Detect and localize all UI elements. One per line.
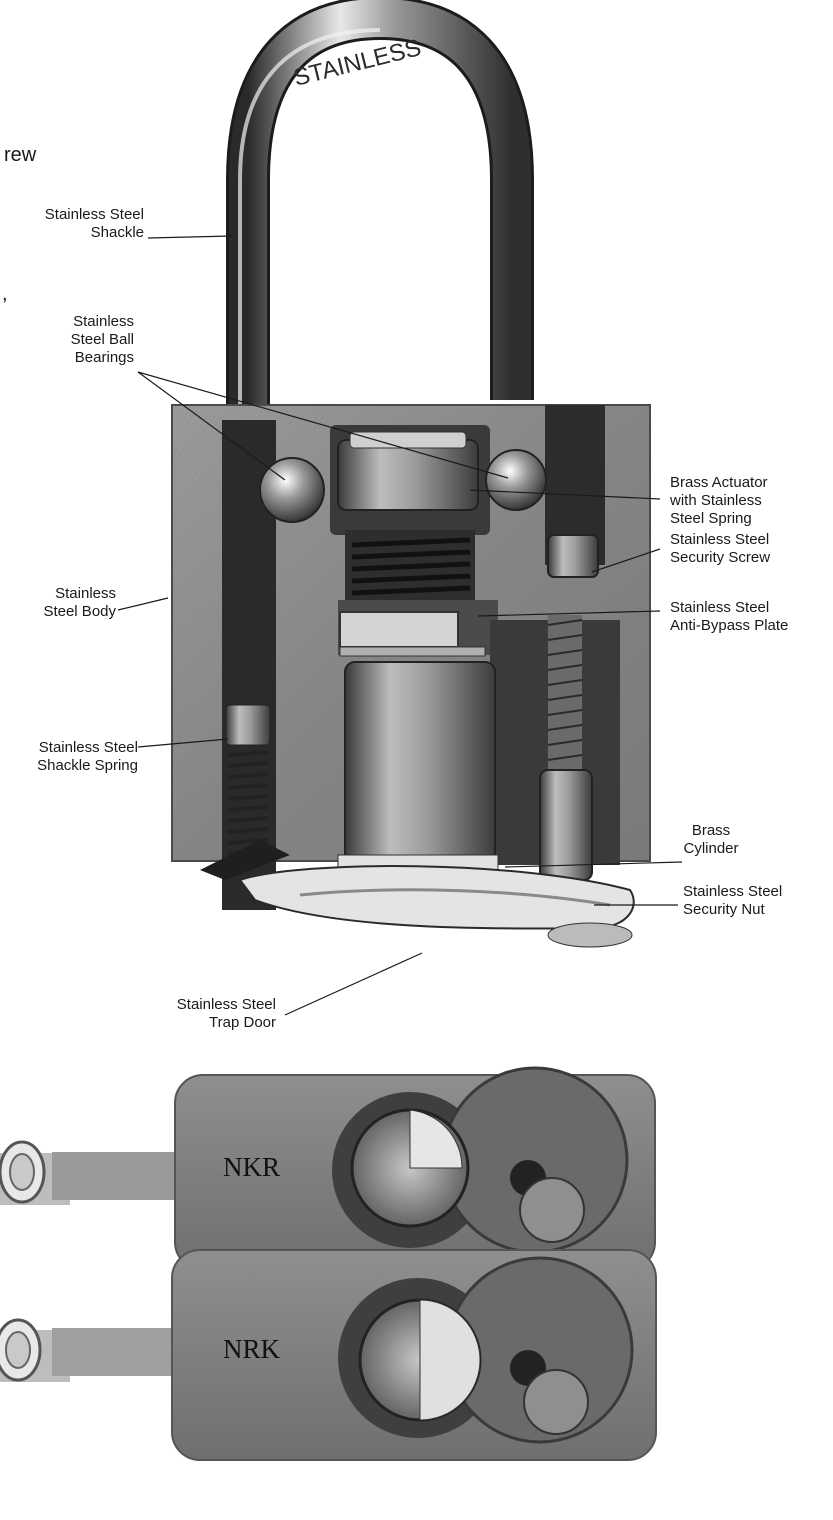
label-line: Security Screw xyxy=(670,549,771,566)
label-line: Security Nut xyxy=(683,901,765,918)
label-line: Anti-Bypass Plate xyxy=(670,617,789,634)
label-line: Stainless Steel xyxy=(176,996,276,1013)
security-screw xyxy=(547,534,599,578)
label-line: Shackle xyxy=(90,224,144,241)
label-line: Bearings xyxy=(74,349,134,366)
shackle: STAINLESS xyxy=(226,0,534,905)
label-actuator: Brass Actuator with Stainless Steel Spri… xyxy=(670,474,768,528)
label-line: Stainless Steel xyxy=(670,531,770,548)
label-line: with Stainless xyxy=(670,492,762,509)
shackle-spring xyxy=(225,704,271,856)
label-line: Stainless xyxy=(73,313,134,330)
label-line: Steel Body xyxy=(43,603,116,620)
label-trap-door: Stainless Steel Trap Door xyxy=(116,996,276,1032)
label-line: Steel Spring xyxy=(670,510,752,527)
label-ball-bearings: Stainless Steel Ball Bearings xyxy=(40,313,134,367)
label-line: Cylinder xyxy=(683,840,739,857)
security-nut xyxy=(539,615,593,881)
keyway-view-2 xyxy=(0,1249,657,1461)
label-line: Trap Door xyxy=(209,1014,276,1031)
label-line: Stainless Steel xyxy=(38,739,138,756)
actuator-spring xyxy=(351,537,471,596)
label-shackle: Stainless Steel Shackle xyxy=(40,206,144,242)
cropped-comma-fragment: , xyxy=(2,283,8,305)
label-line: Steel Ball xyxy=(70,331,134,348)
keyway-code-nrk: NRK xyxy=(223,1334,281,1364)
brass-cylinder xyxy=(337,661,499,878)
keyway-view-1 xyxy=(0,1066,656,1271)
label-line: Brass xyxy=(691,822,731,839)
label-cylinder: Brass Cylinder xyxy=(670,822,752,858)
label-body: Stainless Steel Body xyxy=(20,585,116,621)
label-line: Brass Actuator xyxy=(670,474,768,491)
brass-actuator xyxy=(337,431,479,511)
anti-bypass-plate xyxy=(339,611,486,657)
label-security-screw: Stainless Steel Security Screw xyxy=(670,531,770,567)
label-anti-bypass-plate: Stainless Steel Anti-Bypass Plate xyxy=(670,599,788,635)
leader-lines xyxy=(117,235,683,1016)
label-line: Shackle Spring xyxy=(37,757,138,774)
label-line: Stainless Steel xyxy=(683,883,783,900)
label-security-nut: Stainless Steel Security Nut xyxy=(683,883,782,919)
label-line: Stainless Steel xyxy=(670,599,770,616)
label-shackle-spring: Stainless Steel Shackle Spring xyxy=(4,739,138,775)
keyway-code-nkr: NKR xyxy=(223,1152,281,1182)
label-line: Stainless Steel xyxy=(44,206,144,223)
trap-door xyxy=(200,840,635,948)
cropped-text-fragment: rew xyxy=(4,144,37,166)
label-line: Stainless xyxy=(55,585,116,602)
